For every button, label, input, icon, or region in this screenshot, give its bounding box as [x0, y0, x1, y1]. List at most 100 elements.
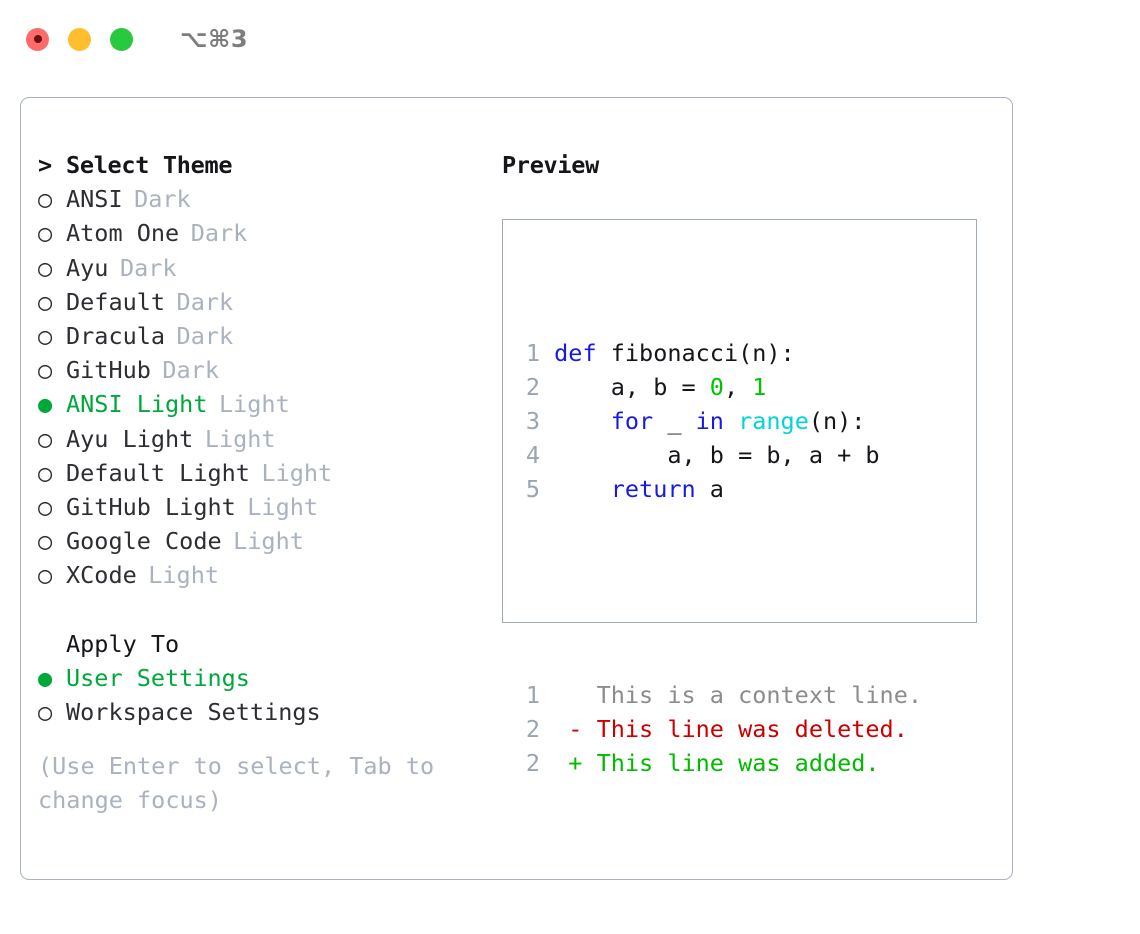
code-token: def: [554, 338, 597, 367]
theme-name: XCode: [66, 561, 137, 590]
code-line: 5 return a: [516, 472, 922, 506]
radio-unselected-icon: ○: [38, 287, 53, 316]
code-token: for: [610, 406, 654, 435]
line-number: 4: [525, 441, 540, 470]
apply-to-list: ●User Settings ○ Workspace Settings: [38, 661, 488, 729]
code-token: a, b = b, a + b: [554, 441, 880, 470]
line-number: 1: [525, 338, 540, 367]
keyboard-hint: (Use Enter to select, Tab to change focu…: [38, 749, 438, 817]
code-line: 1 def fibonacci(n):: [516, 336, 922, 370]
titlebar-shortcut-label: ⌥⌘3: [180, 25, 249, 53]
window-controls: [26, 27, 133, 51]
theme-kind-badge: Dark: [119, 253, 177, 282]
theme-name: Ayu Light: [66, 424, 194, 453]
diff-line-text: - This line was deleted.: [540, 714, 908, 743]
theme-name: ANSI Light: [66, 390, 208, 419]
spacer: [540, 373, 554, 401]
line-number: 3: [525, 406, 540, 435]
theme-list-item[interactable]: ○ Default Dark: [38, 285, 488, 319]
theme-name: Dracula: [66, 322, 166, 351]
spacer: [38, 592, 488, 626]
apply-to-option[interactable]: ●User Settings: [38, 661, 488, 695]
code-line: 2 a, b = 0, 1: [516, 370, 922, 404]
theme-list-item[interactable]: ○ Ayu Dark: [38, 251, 488, 285]
theme-name: ANSI: [66, 185, 123, 214]
spacer: [540, 407, 554, 435]
code-token: [554, 475, 611, 503]
radio-unselected-icon: ○: [38, 698, 53, 727]
theme-kind-badge: Dark: [134, 185, 191, 214]
code-token: 0: [709, 372, 724, 401]
line-number: 2: [525, 748, 540, 777]
theme-name: Default Light: [66, 458, 250, 487]
code-token: 1: [752, 372, 767, 401]
code-token: return: [610, 475, 696, 504]
code-token: range: [738, 406, 809, 435]
code-token: _: [653, 406, 696, 435]
spacer: [540, 441, 554, 469]
code-token: ,: [723, 372, 753, 401]
theme-name: Atom One: [66, 219, 180, 248]
theme-picker-heading: > Select Theme: [38, 148, 488, 182]
theme-name: Google Code: [66, 527, 222, 556]
line-number: 1: [525, 680, 540, 709]
code-token: [724, 407, 738, 435]
code-line: 4 a, b = b, a + b: [516, 438, 922, 472]
code-token: [554, 407, 611, 435]
code-blank-line: [516, 575, 922, 609]
close-button[interactable]: [26, 27, 49, 51]
maximize-button[interactable]: [110, 27, 133, 51]
theme-kind-badge: Dark: [176, 287, 234, 316]
preview-title: Preview: [502, 151, 599, 179]
radio-selected-icon: ●: [38, 663, 53, 692]
code-token: in: [695, 406, 724, 435]
code-token: (n):: [808, 406, 866, 435]
diff-line: 1 This is a context line.: [516, 678, 922, 712]
theme-name: GitHub Light: [66, 492, 236, 521]
keyboard-hint-line-1: (Use Enter to select, Tab to: [38, 752, 435, 781]
theme-picker-heading-label: Select Theme: [66, 151, 233, 180]
theme-list-item[interactable]: ○ Google Code Light: [38, 524, 488, 558]
code-token: fibonacci(n):: [596, 338, 795, 367]
theme-name: GitHub: [66, 356, 151, 385]
theme-kind-badge: Dark: [176, 322, 234, 351]
diff-line-text: This is a context line.: [540, 680, 923, 709]
theme-kind-badge: Light: [261, 458, 333, 487]
theme-kind-badge: Light: [204, 424, 276, 453]
theme-kind-badge: Light: [233, 527, 304, 556]
spacer: [540, 339, 554, 367]
theme-list-item[interactable]: ○ Default Light Light: [38, 456, 488, 490]
radio-unselected-icon: ○: [38, 253, 53, 282]
diff-sample: 1 This is a context line.2 - This line w…: [516, 678, 922, 781]
code-token: a: [695, 475, 724, 504]
theme-name: Ayu: [66, 253, 109, 282]
code-token: a, b =: [554, 372, 710, 401]
radio-unselected-icon: ○: [38, 527, 53, 556]
apply-to-option-label: Workspace Settings: [66, 698, 321, 727]
radio-unselected-icon: ○: [38, 458, 53, 487]
apply-to-option[interactable]: ○ Workspace Settings: [38, 695, 488, 729]
diff-line: 2 - This line was deleted.: [516, 712, 922, 746]
line-number: 2: [525, 372, 540, 401]
minimize-button[interactable]: [68, 27, 91, 51]
line-number: 5: [525, 475, 540, 504]
title-bar: ⌥⌘3: [0, 0, 1140, 78]
theme-kind-badge: Dark: [162, 356, 219, 385]
radio-unselected-icon: ○: [38, 492, 53, 521]
theme-kind-badge: Dark: [190, 219, 248, 248]
theme-name: Default: [66, 287, 166, 316]
